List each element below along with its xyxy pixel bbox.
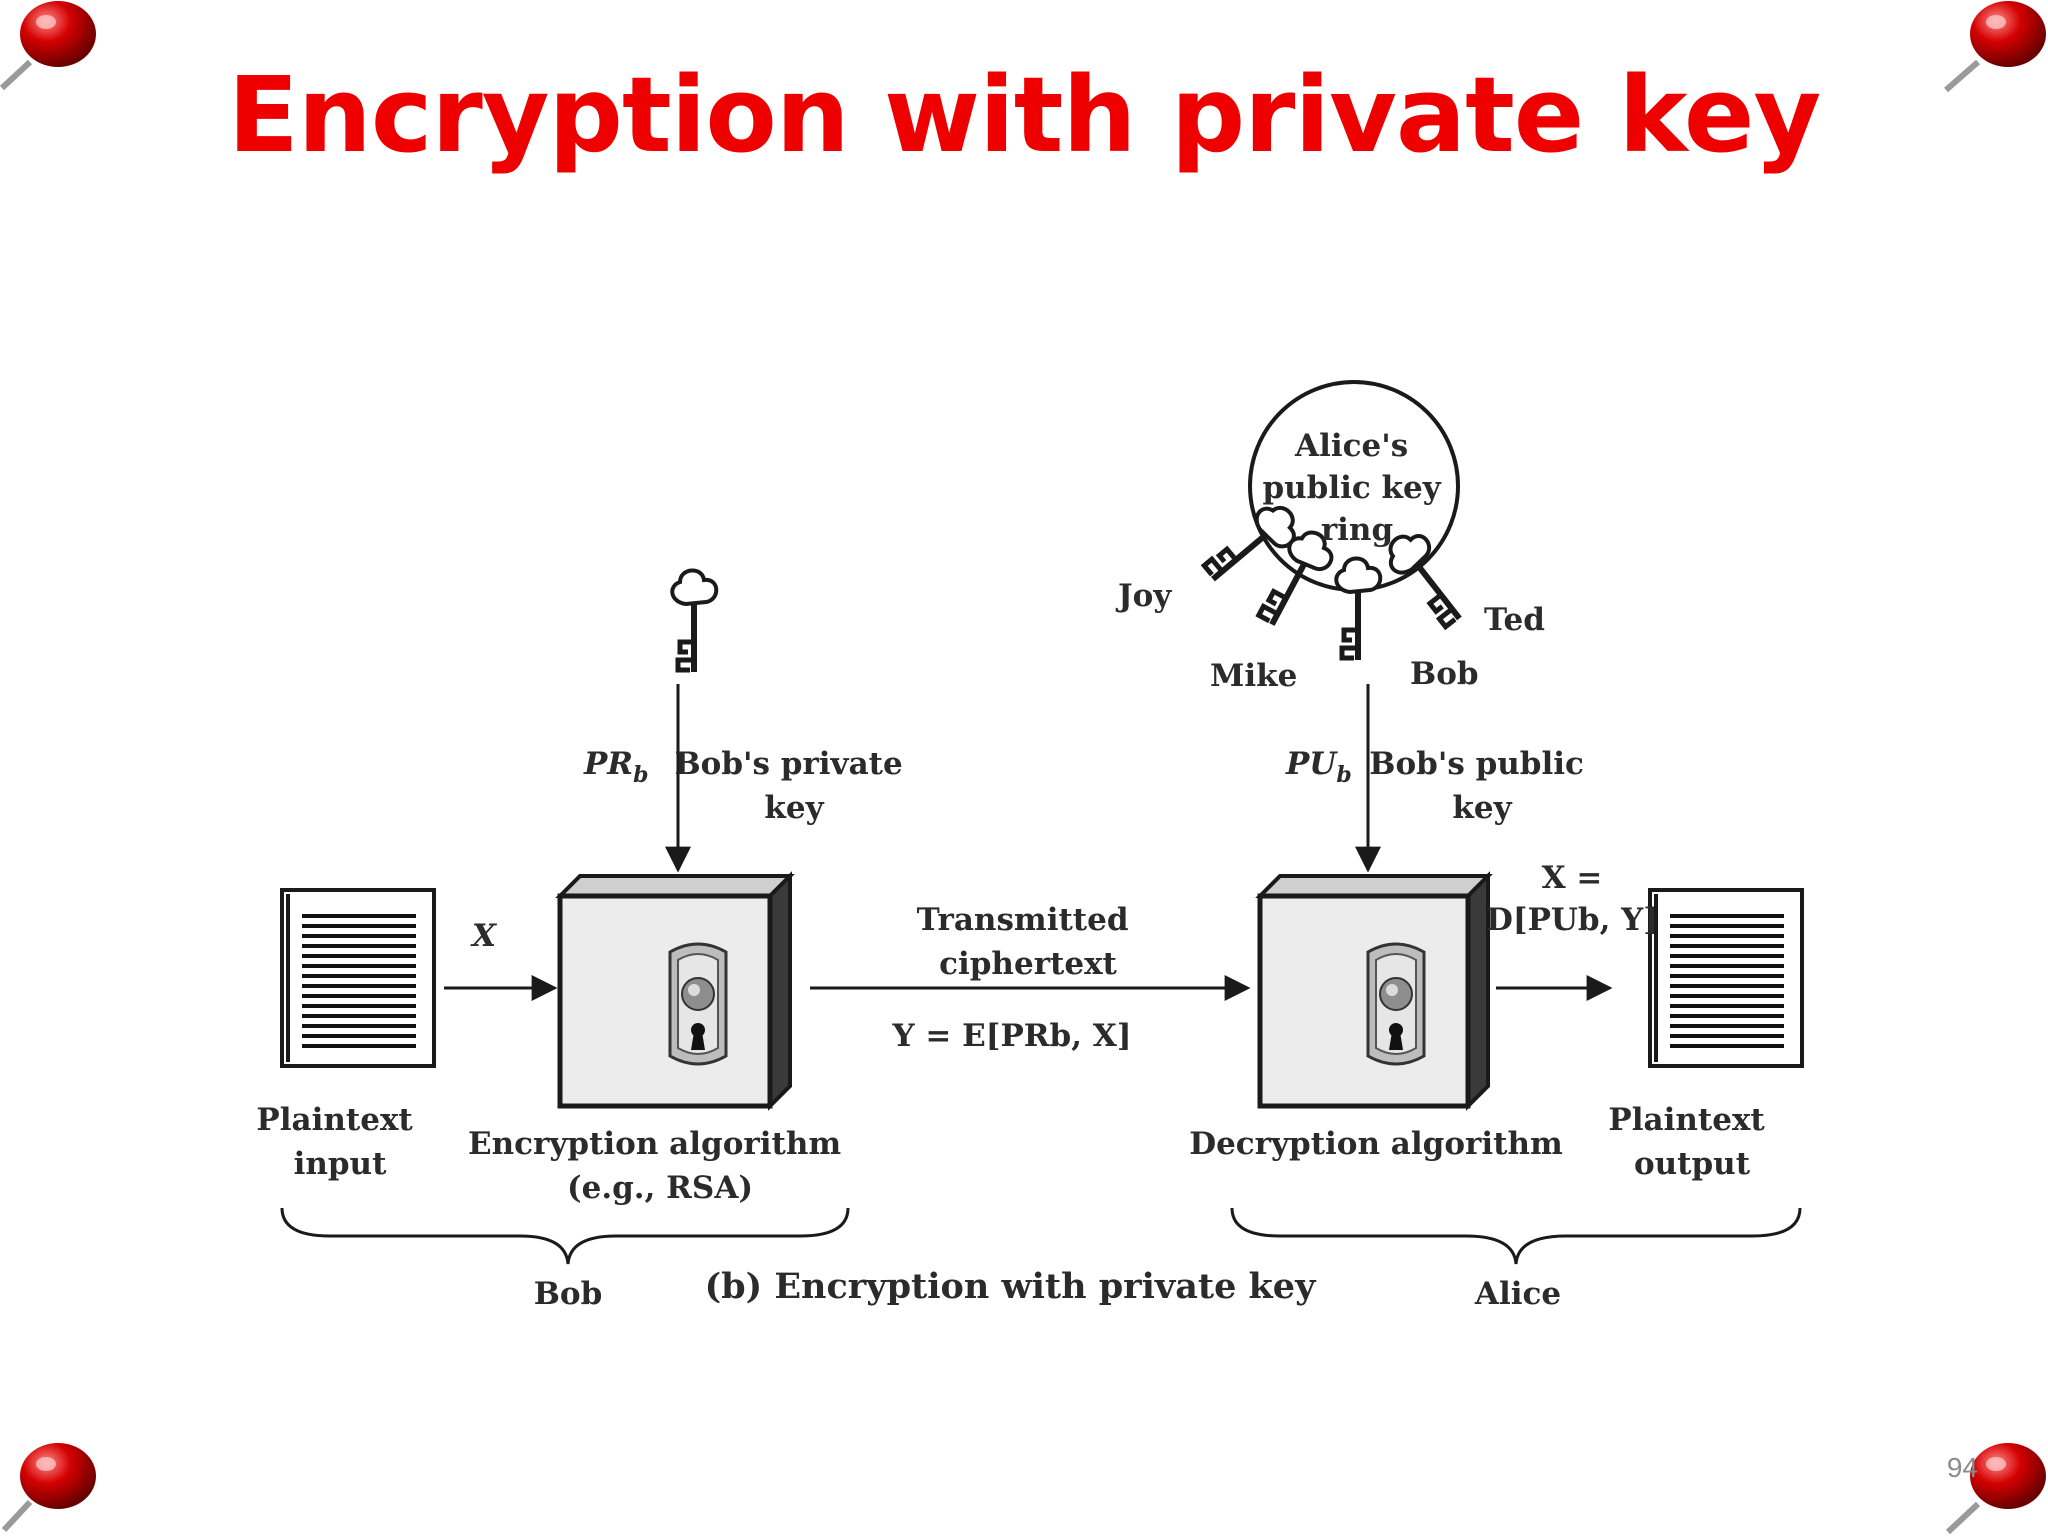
- svg-text:Plaintext input: Plaintext input: [256, 1102, 423, 1182]
- ring-label-line2: public key: [1262, 470, 1441, 506]
- lock-icon: [668, 942, 728, 1066]
- private-key-symbol: PRb: [583, 746, 648, 788]
- svg-text:Encryption algorithm (e.g.: Encryption algorithm (e.g., RSA): [468, 1126, 852, 1206]
- private-key-icon: [672, 570, 716, 672]
- output-formula-line2: D[PUb, Y]: [1486, 902, 1658, 938]
- private-key-label-line1: Bob's private: [674, 746, 902, 782]
- diagram-caption: (b) Encryption with private key: [705, 1266, 1317, 1307]
- svg-text:Plaintext output: Plaintext output: [1608, 1102, 1775, 1182]
- mike-label: Mike: [1210, 658, 1297, 694]
- plaintext-output-document: [1648, 888, 1804, 1068]
- alice-brace-label: Alice: [1474, 1276, 1561, 1312]
- public-key-symbol: PUb: [1285, 746, 1352, 788]
- x-label: X: [470, 918, 498, 954]
- decryption-label: Decryption algorithm: [1189, 1126, 1563, 1162]
- svg-text:Alice's public key rin: Alice's public key ring: [1262, 428, 1451, 548]
- encryption-label-line2: (e.g., RSA): [567, 1170, 753, 1206]
- plaintext-output-label-line2: output: [1634, 1146, 1751, 1182]
- joy-label: Joy: [1115, 578, 1172, 614]
- bob-brace-label: Bob: [534, 1276, 603, 1312]
- plaintext-input-label-line1: Plaintext: [256, 1102, 413, 1138]
- svg-text:Bob's private key: Bob's private key: [674, 746, 913, 826]
- pushpin-icon: [1, 1443, 96, 1533]
- transmitted-label-line1: Transmitted: [917, 902, 1129, 938]
- output-formula-line1: X =: [1542, 860, 1603, 896]
- pushpin-icon: [0, 1, 96, 91]
- ciphertext-formula: Y = E[PRb, X]: [891, 1018, 1131, 1054]
- ring-label-line3: ring: [1321, 512, 1393, 548]
- plaintext-output-label-line1: Plaintext: [1608, 1102, 1765, 1138]
- pushpin-icon: [1944, 1, 2046, 93]
- bob-brace: [280, 1207, 850, 1265]
- svg-text:Transmitted ciphertext: Transmitted ciphertext: [917, 902, 1140, 982]
- plaintext-input-document: [280, 888, 436, 1068]
- ted-label: Ted: [1484, 602, 1545, 638]
- public-key-label-line1: Bob's public: [1369, 746, 1584, 782]
- ring-label-line1: Alice's: [1294, 428, 1408, 464]
- public-key-label-line2: key: [1452, 790, 1512, 826]
- public-key-ring: [1199, 380, 1477, 660]
- slide-title: Encryption with private key: [227, 54, 1822, 176]
- encryption-label-line1: Encryption algorithm: [468, 1126, 841, 1162]
- private-key-label-line2: key: [764, 790, 824, 826]
- transmitted-label-line2: ciphertext: [939, 946, 1117, 982]
- plaintext-input-label-line2: input: [294, 1146, 388, 1182]
- decryption-algorithm-box: [1255, 871, 1493, 1111]
- slide-number: 94: [1946, 1452, 1978, 1483]
- alice-brace: [1230, 1207, 1802, 1265]
- bob-key-icon: [1336, 558, 1380, 660]
- encryption-algorithm-box: [555, 871, 795, 1111]
- pushpin-icon: [1945, 1443, 2046, 1535]
- bob-key-label: Bob: [1410, 656, 1479, 692]
- lock-icon: [1366, 942, 1426, 1066]
- svg-text:Bob's public key: Bob's public key: [1369, 746, 1594, 826]
